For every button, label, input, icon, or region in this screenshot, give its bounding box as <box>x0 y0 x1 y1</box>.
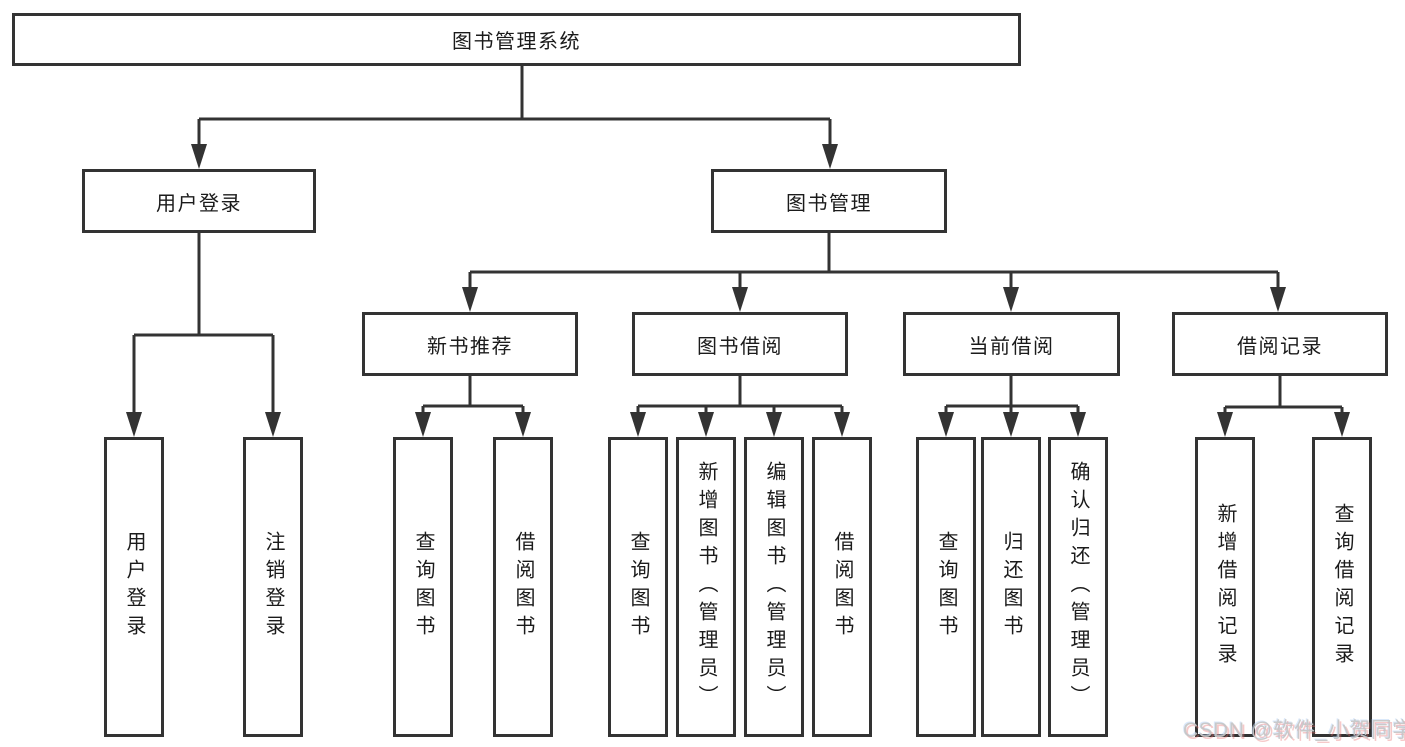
node-new-book-recommend-label: 新书推荐 <box>427 335 513 358</box>
leaf-cb-return-books-label: 归还图书 <box>1000 531 1022 643</box>
csdn-watermark: CSDN @软件_小贺同学 <box>1183 719 1405 742</box>
leaf-br-add-record-label: 新增借阅记录 <box>1214 503 1236 671</box>
node-borrowing-records: 借阅记录 <box>1172 312 1388 376</box>
leaf-nbr-borrow-books: 借阅图书 <box>493 437 553 737</box>
node-current-borrowing: 当前借阅 <box>903 312 1120 376</box>
node-user-login: 用户登录 <box>82 169 316 233</box>
leaf-bb-add-books: 新增图书（管理员） <box>676 437 736 737</box>
node-root: 图书管理系统 <box>12 13 1021 66</box>
node-book-management-label: 图书管理 <box>786 192 872 215</box>
node-user-login-label: 用户登录 <box>156 192 242 215</box>
node-book-borrowing-label: 图书借阅 <box>697 335 783 358</box>
leaf-bb-borrow-books: 借阅图书 <box>812 437 872 737</box>
node-new-book-recommend: 新书推荐 <box>362 312 578 376</box>
leaf-cb-query-books-label: 查询图书 <box>935 531 957 643</box>
leaf-br-query-record: 查询借阅记录 <box>1312 437 1372 737</box>
leaf-bb-query-books: 查询图书 <box>608 437 668 737</box>
leaf-br-query-record-label: 查询借阅记录 <box>1331 503 1353 671</box>
leaf-logout-login-label: 注销登录 <box>262 531 284 643</box>
node-root-label: 图书管理系统 <box>452 31 581 53</box>
leaf-cb-confirm-return-label: 确认归还（管理员） <box>1067 461 1089 713</box>
leaf-bb-edit-books-label: 编辑图书（管理员） <box>763 461 785 713</box>
leaf-bb-add-books-label: 新增图书（管理员） <box>695 461 717 713</box>
node-book-management: 图书管理 <box>711 169 947 233</box>
leaf-bb-borrow-books-label: 借阅图书 <box>831 531 853 643</box>
leaf-nbr-query-books-label: 查询图书 <box>412 531 434 643</box>
leaf-cb-confirm-return: 确认归还（管理员） <box>1048 437 1108 737</box>
leaf-bb-query-books-label: 查询图书 <box>627 531 649 643</box>
leaf-nbr-query-books: 查询图书 <box>393 437 453 737</box>
leaf-logout-login: 注销登录 <box>243 437 303 737</box>
leaf-br-add-record: 新增借阅记录 <box>1195 437 1255 737</box>
leaf-bb-edit-books: 编辑图书（管理员） <box>744 437 804 737</box>
node-current-borrowing-label: 当前借阅 <box>968 335 1055 358</box>
node-book-borrowing: 图书借阅 <box>632 312 848 376</box>
leaf-nbr-borrow-books-label: 借阅图书 <box>512 531 534 643</box>
leaf-user-login: 用户登录 <box>104 437 164 737</box>
leaf-cb-return-books: 归还图书 <box>981 437 1041 737</box>
leaf-user-login-label: 用户登录 <box>123 531 145 643</box>
node-borrowing-records-label: 借阅记录 <box>1237 335 1323 358</box>
leaf-cb-query-books: 查询图书 <box>916 437 976 737</box>
